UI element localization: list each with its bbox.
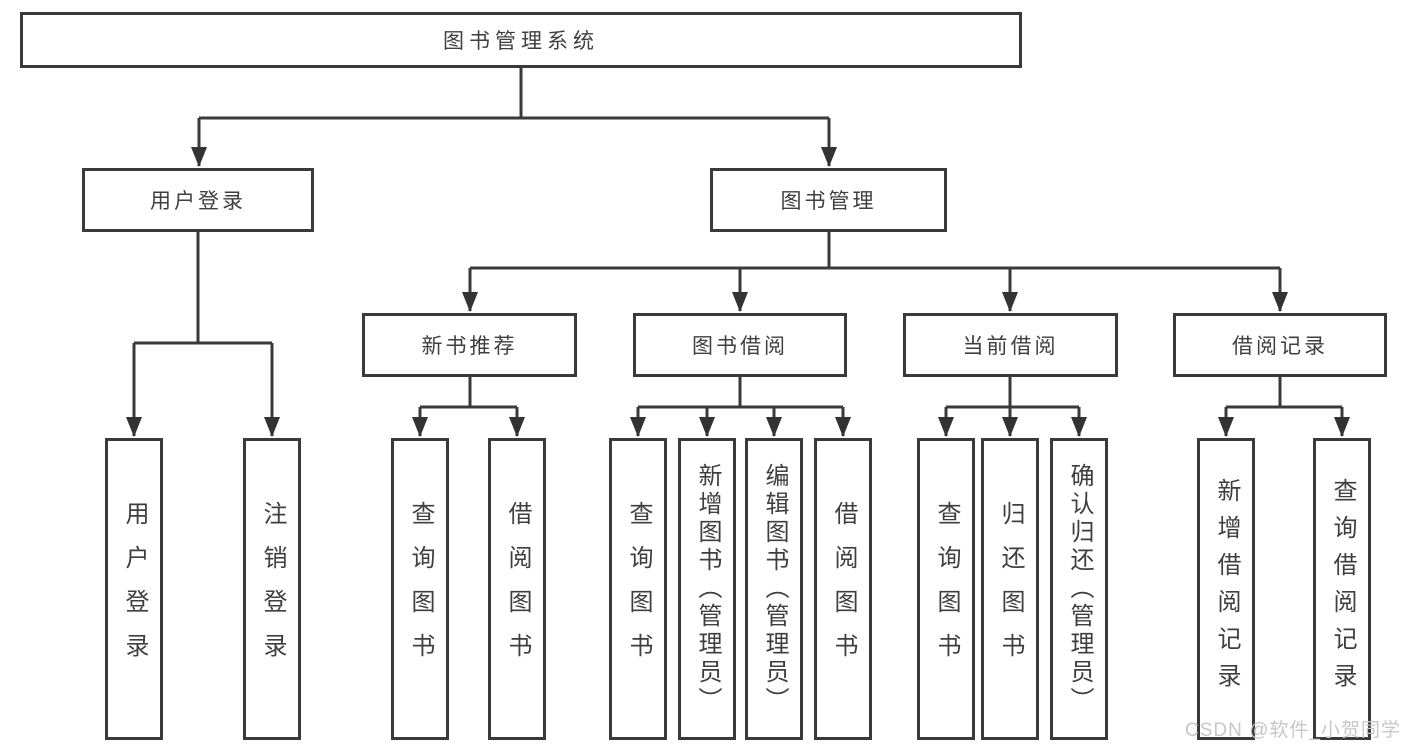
leaf-return-books: 归还图书 — [981, 438, 1039, 740]
node-label: 当前借阅 — [962, 335, 1059, 358]
node-book-management-branch: 图书管理 — [710, 168, 947, 232]
node-label: 查询图书 — [933, 501, 960, 677]
leaf-edit-book-admin: 编辑图书（管理员） — [745, 438, 803, 740]
node-label: 查询图书 — [625, 501, 652, 677]
node-label: 借阅记录 — [1232, 335, 1328, 358]
node-label: 编辑图书（管理员） — [761, 463, 788, 715]
node-borrowing-records: 借阅记录 — [1173, 313, 1387, 377]
node-book-borrowing: 图书借阅 — [633, 313, 847, 377]
node-label: 用户登录 — [150, 190, 246, 213]
node-label: 新增图书（管理员） — [694, 463, 721, 715]
connector-backbone — [134, 68, 1342, 409]
watermark: CSDN @软件_小贺同学 — [1185, 720, 1401, 741]
node-label: 新增借阅记录 — [1213, 478, 1240, 700]
node-current-borrowing: 当前借阅 — [903, 313, 1118, 377]
node-label: 图书借阅 — [692, 335, 788, 358]
node-label: 查询借阅记录 — [1329, 478, 1356, 700]
leaf-query-borrow-record: 查询借阅记录 — [1313, 438, 1371, 740]
leaf-query-books-recommend: 查询图书 — [391, 438, 449, 740]
node-label: 用户登录 — [121, 501, 148, 677]
node-label: 归还图书 — [997, 501, 1024, 677]
node-library-management-system: 图书管理系统 — [20, 12, 1022, 68]
node-label: 查询图书 — [407, 501, 434, 677]
node-label: 确认归还（管理员） — [1066, 463, 1093, 715]
node-label: 图书管理 — [780, 190, 877, 213]
node-label: 借阅图书 — [504, 501, 531, 677]
node-label: 注销登录 — [259, 501, 286, 677]
node-label: 借阅图书 — [830, 501, 857, 677]
leaf-query-books-current: 查询图书 — [917, 438, 975, 740]
leaf-logout: 注销登录 — [243, 438, 301, 740]
node-label: 新书推荐 — [421, 335, 518, 358]
leaf-user-login: 用户登录 — [105, 438, 163, 740]
leaf-query-books-borrowing: 查询图书 — [609, 438, 667, 740]
leaf-borrow-books: 借阅图书 — [814, 438, 872, 740]
leaf-confirm-return-admin: 确认归还（管理员） — [1050, 438, 1108, 740]
leaf-borrow-books-recommend: 借阅图书 — [488, 438, 546, 740]
node-label: 图书管理系统 — [443, 30, 599, 53]
leaf-add-book-admin: 新增图书（管理员） — [678, 438, 736, 740]
leaf-add-borrow-record: 新增借阅记录 — [1197, 438, 1255, 740]
connector-drops — [126, 118, 1350, 437]
node-new-book-recommendation: 新书推荐 — [362, 313, 577, 377]
node-user-login-branch: 用户登录 — [82, 168, 314, 232]
